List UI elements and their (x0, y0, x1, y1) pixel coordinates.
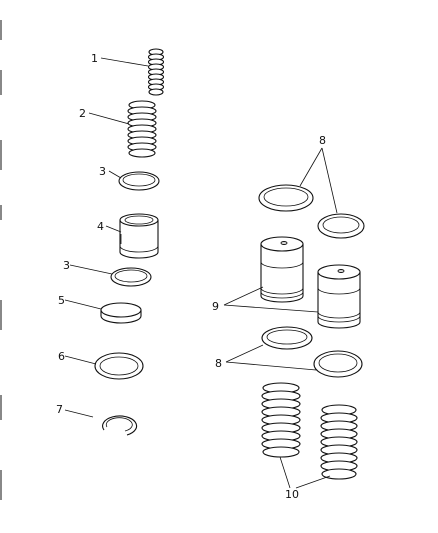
part-9-left-piston (260, 236, 304, 303)
part-6-washer (94, 352, 144, 380)
leader-lines (64, 57, 338, 489)
part-8-lower-right-ring (313, 350, 363, 378)
callout-2: 2 (79, 107, 86, 120)
callout-1: 1 (91, 52, 98, 65)
callout-8-lower: 8 (215, 357, 222, 370)
part-3-lower-ring (110, 267, 152, 287)
part-10-left-spring (261, 382, 301, 458)
part-1-small-spring (147, 48, 165, 96)
part-5-disc (100, 302, 142, 324)
callout-8-upper: 8 (319, 134, 326, 147)
part-2-medium-spring (127, 100, 157, 158)
callout-3-upper: 3 (99, 165, 106, 178)
part-9-right-piston (317, 264, 361, 329)
callout-5: 5 (58, 294, 65, 307)
callout-7: 7 (56, 403, 63, 416)
part-3-upper-ring (118, 171, 160, 191)
callout-10: 10 (285, 488, 299, 501)
part-8-upper-right-ring (317, 213, 365, 239)
part-7-retaining-clip (102, 415, 138, 436)
callout-labels: 1 2 3 4 3 5 6 7 8 9 8 10 (56, 52, 326, 501)
callout-6: 6 (58, 350, 65, 363)
callout-9: 9 (212, 300, 219, 313)
callout-4: 4 (97, 220, 104, 233)
part-8-lower-left-ring (261, 326, 313, 350)
callout-3-lower: 3 (63, 259, 70, 272)
part-8-upper-left-ring (258, 184, 314, 212)
part-10-right-spring (320, 404, 358, 480)
part-4-piston-sleeve (119, 213, 159, 259)
